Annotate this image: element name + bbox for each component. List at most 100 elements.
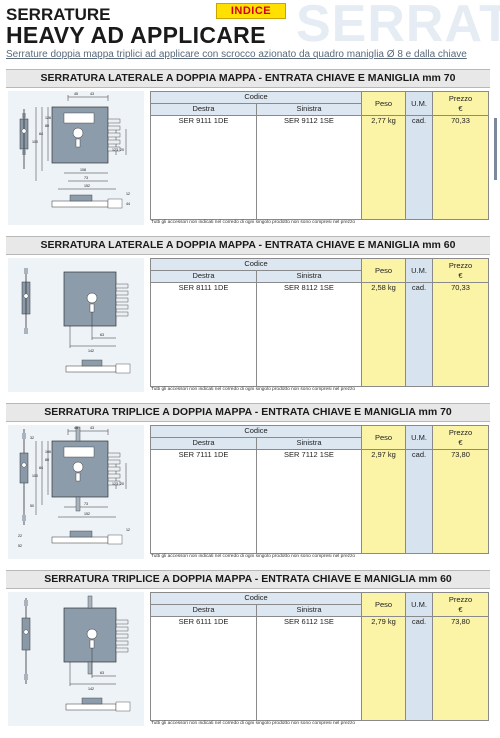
destra-header: Destra bbox=[151, 271, 257, 283]
prezzo-value: 73,80 bbox=[451, 617, 470, 626]
price-table: Codice Destra Sinistra SER 6111 1DE SER … bbox=[150, 592, 489, 721]
peso-value: 2,77 kg bbox=[371, 116, 396, 125]
side-scroll-indicator bbox=[494, 118, 497, 180]
um-value: cad. bbox=[411, 450, 427, 459]
sinistra-header: Sinistra bbox=[257, 104, 362, 116]
section-title: SERRATURA TRIPLICE A DOPPIA MAPPA - ENTR… bbox=[6, 403, 490, 422]
dim-label: 106 bbox=[45, 450, 51, 454]
peso-header: Peso bbox=[362, 92, 405, 116]
lock-technical-drawing: 45 43 32 106 80 84 100 50 73 152 123 20 … bbox=[8, 425, 144, 559]
dim-label: 142 bbox=[88, 349, 94, 353]
sinistra-code: SER 6112 1SE bbox=[257, 617, 362, 720]
peso-header: Peso bbox=[362, 593, 405, 617]
peso-value: 2,79 kg bbox=[371, 617, 396, 626]
price-table: Codice Destra Sinistra SER 8111 1DE SER … bbox=[150, 258, 489, 387]
dim-label: 152 bbox=[84, 184, 90, 188]
codice-header: Codice bbox=[151, 259, 362, 271]
sinistra-code: SER 9112 1SE bbox=[257, 116, 362, 219]
page-subtitle: Serrature doppia mappa triplici ad appli… bbox=[6, 49, 467, 60]
dim-label: 100 bbox=[32, 140, 38, 144]
um-column: U.M. cad. bbox=[406, 92, 433, 219]
sinistra-code: SER 8112 1SE bbox=[257, 283, 362, 386]
dim-label: 44 bbox=[126, 202, 130, 206]
um-column: U.M. cad. bbox=[406, 426, 433, 553]
accessories-note: Tutti gli accessori non indicati nel cor… bbox=[151, 387, 356, 392]
page-title-line2: HEAVY AD APPLICARE bbox=[6, 22, 266, 48]
prezzo-header: Prezzo € bbox=[433, 92, 488, 116]
dim-label: 45 bbox=[74, 92, 78, 96]
dim-label: 63 bbox=[100, 671, 104, 675]
product-section-2: SERRATURA LATERALE A DOPPIA MAPPA - ENTR… bbox=[6, 236, 490, 396]
accessories-note: Tutti gli accessori non indicati nel cor… bbox=[151, 721, 356, 726]
watermark-text: SERRAT bbox=[296, 0, 500, 53]
indice-button[interactable]: INDICE bbox=[216, 3, 286, 19]
peso-column: Peso 2,58 kg bbox=[362, 259, 406, 386]
destra-header: Destra bbox=[151, 438, 257, 450]
um-header: U.M. bbox=[406, 426, 432, 450]
lock-technical-drawing: 63 142 bbox=[8, 258, 144, 392]
dim-label: 123 bbox=[112, 148, 118, 152]
prezzo-value: 73,80 bbox=[451, 450, 470, 459]
um-header: U.M. bbox=[406, 593, 432, 617]
prezzo-header: Prezzo € bbox=[433, 426, 488, 450]
accessories-note: Tutti gli accessori non indicati nel cor… bbox=[151, 220, 356, 225]
section-title: SERRATURA LATERALE A DOPPIA MAPPA - ENTR… bbox=[6, 236, 490, 255]
lock-technical-drawing: 63 142 bbox=[8, 592, 144, 726]
dim-label: 45 bbox=[74, 426, 78, 430]
dim-label: 152 bbox=[84, 512, 90, 516]
dim-label: 108 bbox=[80, 168, 86, 172]
peso-value: 2,58 kg bbox=[371, 283, 396, 292]
peso-column: Peso 2,77 kg bbox=[362, 92, 406, 219]
dim-label: 84 bbox=[39, 132, 43, 136]
um-column: U.M. cad. bbox=[406, 259, 433, 386]
sinistra-header: Sinistra bbox=[257, 605, 362, 617]
destra-code: SER 7111 1DE bbox=[151, 450, 257, 553]
dim-label: 20 bbox=[120, 482, 124, 486]
prezzo-header: Prezzo € bbox=[433, 259, 488, 283]
destra-code: SER 8111 1DE bbox=[151, 283, 257, 386]
product-section-1: SERRATURA LATERALE A DOPPIA MAPPA - ENTR… bbox=[6, 69, 490, 229]
lock-technical-drawing: 45 43 126 80 84 100 108 73 152 123 20 12… bbox=[8, 91, 144, 225]
product-section-4: SERRATURA TRIPLICE A DOPPIA MAPPA - ENTR… bbox=[6, 570, 490, 730]
um-value: cad. bbox=[411, 283, 427, 292]
peso-header: Peso bbox=[362, 259, 405, 283]
dim-label: 63 bbox=[100, 333, 104, 337]
um-column: U.M. cad. bbox=[406, 593, 433, 720]
dim-label: 52 bbox=[18, 544, 22, 548]
dim-label: 80 bbox=[45, 124, 49, 128]
dim-label: 80 bbox=[45, 458, 49, 462]
destra-code: SER 6111 1DE bbox=[151, 617, 257, 720]
prezzo-header: Prezzo € bbox=[433, 593, 488, 617]
dim-label: 84 bbox=[39, 466, 43, 470]
accessories-note: Tutti gli accessori non indicati nel cor… bbox=[151, 554, 356, 559]
codice-header: Codice bbox=[151, 593, 362, 605]
prezzo-column: Prezzo € 73,80 bbox=[433, 593, 488, 720]
destra-code: SER 9111 1DE bbox=[151, 116, 257, 219]
sinistra-code: SER 7112 1SE bbox=[257, 450, 362, 553]
um-header: U.M. bbox=[406, 92, 432, 116]
dim-label: 50 bbox=[30, 504, 34, 508]
destra-header: Destra bbox=[151, 104, 257, 116]
peso-column: Peso 2,79 kg bbox=[362, 593, 406, 720]
prezzo-value: 70,33 bbox=[451, 283, 470, 292]
prezzo-value: 70,33 bbox=[451, 116, 470, 125]
prezzo-header-label: Prezzo bbox=[448, 594, 473, 604]
peso-header: Peso bbox=[362, 426, 405, 450]
peso-column: Peso 2,97 kg bbox=[362, 426, 406, 553]
sinistra-header: Sinistra bbox=[257, 271, 362, 283]
dim-label: 43 bbox=[90, 92, 94, 96]
dim-label: 20 bbox=[120, 148, 124, 152]
dim-label: 100 bbox=[32, 474, 38, 478]
peso-value: 2,97 kg bbox=[371, 450, 396, 459]
dim-label: 32 bbox=[30, 436, 34, 440]
codice-header: Codice bbox=[151, 426, 362, 438]
prezzo-header-label: Prezzo bbox=[448, 93, 473, 103]
prezzo-header-label: Prezzo bbox=[448, 260, 473, 270]
euro-symbol: € bbox=[458, 437, 463, 447]
dim-label: 126 bbox=[45, 116, 51, 120]
section-title: SERRATURA LATERALE A DOPPIA MAPPA - ENTR… bbox=[6, 69, 490, 88]
price-table: Codice Destra Sinistra SER 9111 1DE SER … bbox=[150, 91, 489, 220]
dim-label: 142 bbox=[88, 687, 94, 691]
um-value: cad. bbox=[411, 116, 427, 125]
um-value: cad. bbox=[411, 617, 427, 626]
